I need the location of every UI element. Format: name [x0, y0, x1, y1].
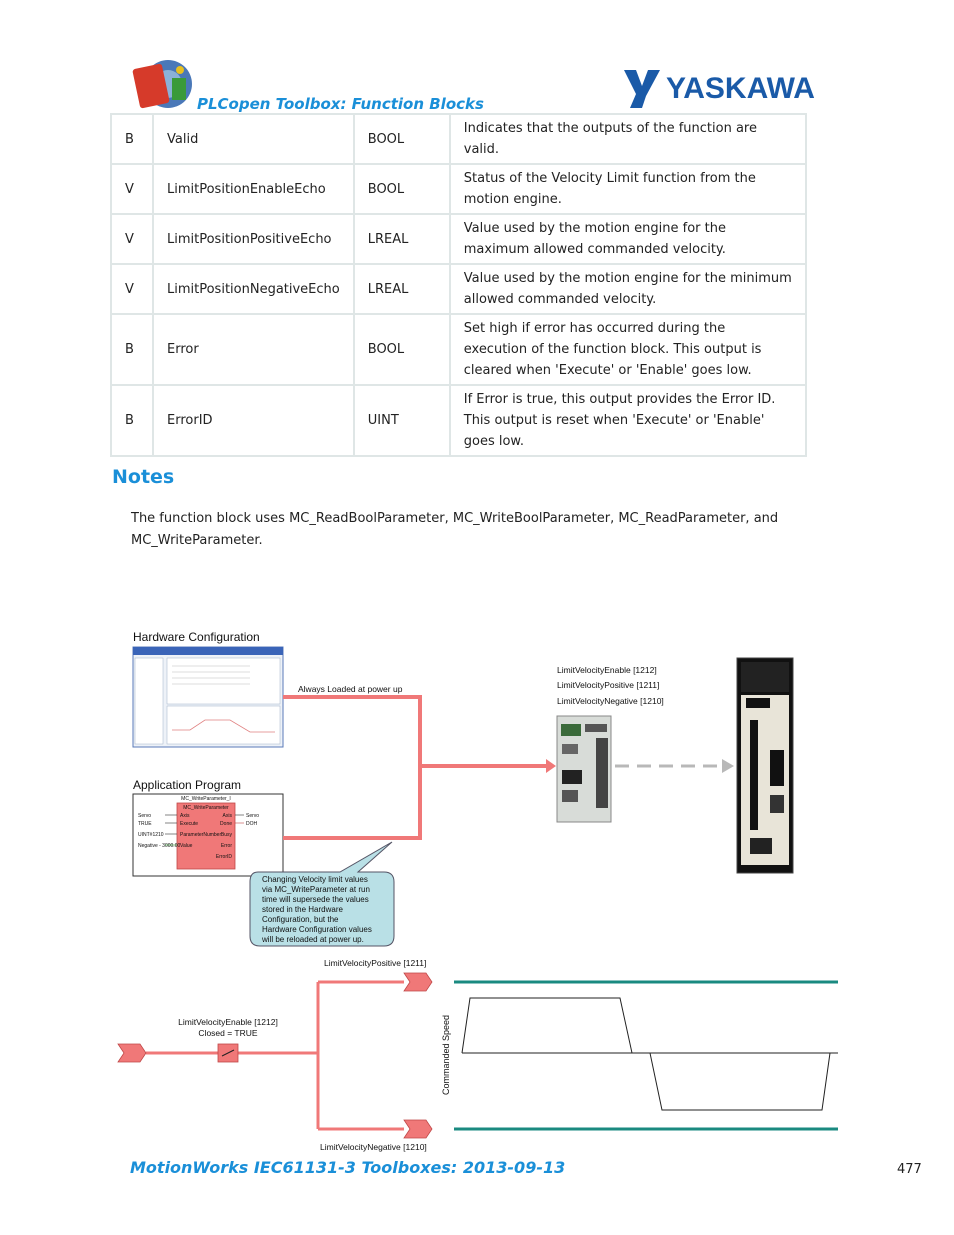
row-type: B: [112, 386, 152, 455]
hw-config-label: Hardware Configuration: [133, 630, 260, 644]
callout-line-7: will be reloaded at power up.: [261, 935, 364, 944]
table-row: V LimitPositionEnableEcho BOOL Status of…: [112, 165, 805, 213]
svg-text:ErrorID: ErrorID: [216, 854, 233, 860]
svg-text:MC_WriteParameter: MC_WriteParameter: [183, 805, 229, 811]
param-negative-label: LimitVelocityNegative [1210]: [557, 696, 664, 706]
row-datatype: LREAL: [355, 265, 449, 313]
controller-image: [557, 716, 611, 822]
svg-text:UINT#1210: UINT#1210: [138, 832, 164, 838]
svg-text:MC_WriteParameter_I: MC_WriteParameter_I: [181, 796, 231, 802]
positive-connector: [404, 973, 432, 991]
row-name: LimitPositionPositiveEcho: [154, 215, 353, 263]
callout-line-3: time will supersede the values: [262, 895, 369, 904]
row-name: LimitPositionEnableEcho: [154, 165, 353, 213]
input-connector: [118, 1044, 146, 1062]
svg-text:Axis: Axis: [223, 813, 233, 819]
svg-text:Done: Done: [220, 821, 232, 827]
row-name: ErrorID: [154, 386, 353, 455]
row-datatype: BOOL: [355, 115, 449, 163]
param-enable-label: LimitVelocityEnable [1212]: [557, 665, 657, 675]
row-description: Value used by the motion engine for the …: [451, 215, 805, 263]
wiring: [283, 697, 550, 838]
outputs-table: B Valid BOOL Indicates that the outputs …: [110, 113, 807, 457]
header-title: PLCopen Toolbox: Function Blocks: [197, 95, 484, 113]
svg-text:Busy: Busy: [221, 832, 233, 838]
row-description: Value used by the motion engine for the …: [451, 265, 805, 313]
table-row: B Error BOOL Set high if error has occur…: [112, 315, 805, 384]
svg-text:YASKAWA: YASKAWA: [666, 72, 815, 105]
param-positive-label: LimitVelocityPositive [1211]: [557, 680, 659, 690]
footer-title: MotionWorks IEC61131-3 Toolboxes: 2013-0…: [130, 1158, 565, 1177]
svg-text:Servo: Servo: [246, 813, 259, 819]
row-type: B: [112, 315, 152, 384]
table-row: B ErrorID UINT If Error is true, this ou…: [112, 386, 805, 455]
table-row: V LimitPositionPositiveEcho LREAL Value …: [112, 215, 805, 263]
hw-config-screenshot: [133, 647, 283, 747]
switch-label: LimitVelocityEnable [1212]: [178, 1017, 278, 1027]
notes-heading: Notes: [112, 466, 174, 488]
speed-profile: [462, 998, 830, 1110]
callout-line-4: stored in the Hardware: [262, 905, 343, 914]
svg-text:DOH: DOH: [246, 821, 258, 827]
svg-text:ParameterNumber: ParameterNumber: [180, 832, 221, 838]
svg-text:Servo: Servo: [138, 813, 151, 819]
row-type: V: [112, 165, 152, 213]
out-negative-label: LimitVelocityNegative [1210]: [320, 1142, 427, 1152]
negative-connector: [404, 1120, 432, 1138]
svg-text:Negative - 3000.00: Negative - 3000.00: [138, 843, 180, 849]
yaskawa-logo: YASKAWA: [622, 66, 844, 110]
row-type: V: [112, 215, 152, 263]
switch-state: Closed = TRUE: [198, 1028, 257, 1038]
svg-text:TRUE: TRUE: [138, 821, 152, 827]
y-axis-label: Commanded Speed: [441, 1015, 451, 1095]
row-datatype: UINT: [355, 386, 449, 455]
row-type: B: [112, 115, 152, 163]
row-name: Error: [154, 315, 353, 384]
app-program-label: Application Program: [133, 778, 241, 792]
callout-line-5: Configuration, but the: [262, 915, 339, 924]
row-description: Indicates that the outputs of the functi…: [451, 115, 805, 163]
row-name: LimitPositionNegativeEcho: [154, 265, 353, 313]
always-loaded-label: Always Loaded at power up: [298, 684, 403, 694]
row-description: If Error is true, this output provides t…: [451, 386, 805, 455]
table-row: V LimitPositionNegativeEcho LREAL Value …: [112, 265, 805, 313]
row-datatype: BOOL: [355, 165, 449, 213]
row-description: Status of the Velocity Limit function fr…: [451, 165, 805, 213]
out-positive-label: LimitVelocityPositive [1211]: [324, 958, 426, 968]
velocity-limit-diagram: Hardware Configuration Always Loaded at …: [110, 620, 845, 1160]
switch-wiring: [146, 982, 404, 1129]
notes-body: The function block uses MC_ReadBoolParam…: [131, 508, 801, 552]
row-datatype: BOOL: [355, 315, 449, 384]
toolbox-logo: [130, 56, 200, 112]
callout-line-2: via MC_WriteParameter at run: [262, 885, 370, 894]
callout-line-1: Changing Velocity limit values: [262, 875, 368, 884]
servo-amplifier-image: [737, 658, 793, 873]
row-description: Set high if error has occurred during th…: [451, 315, 805, 384]
row-name: Valid: [154, 115, 353, 163]
svg-text:Value: Value: [180, 843, 193, 849]
app-program-screenshot: MC_WriteParameter_I MC_WriteParameter Ax…: [133, 794, 283, 876]
table-row: B Valid BOOL Indicates that the outputs …: [112, 115, 805, 163]
svg-text:Axis: Axis: [180, 813, 190, 819]
callout-line-6: Hardware Configuration values: [262, 925, 372, 934]
svg-text:Execute: Execute: [180, 821, 198, 827]
row-datatype: LREAL: [355, 215, 449, 263]
row-type: V: [112, 265, 152, 313]
svg-text:Error: Error: [221, 843, 232, 849]
page-number: 477: [897, 1162, 922, 1177]
